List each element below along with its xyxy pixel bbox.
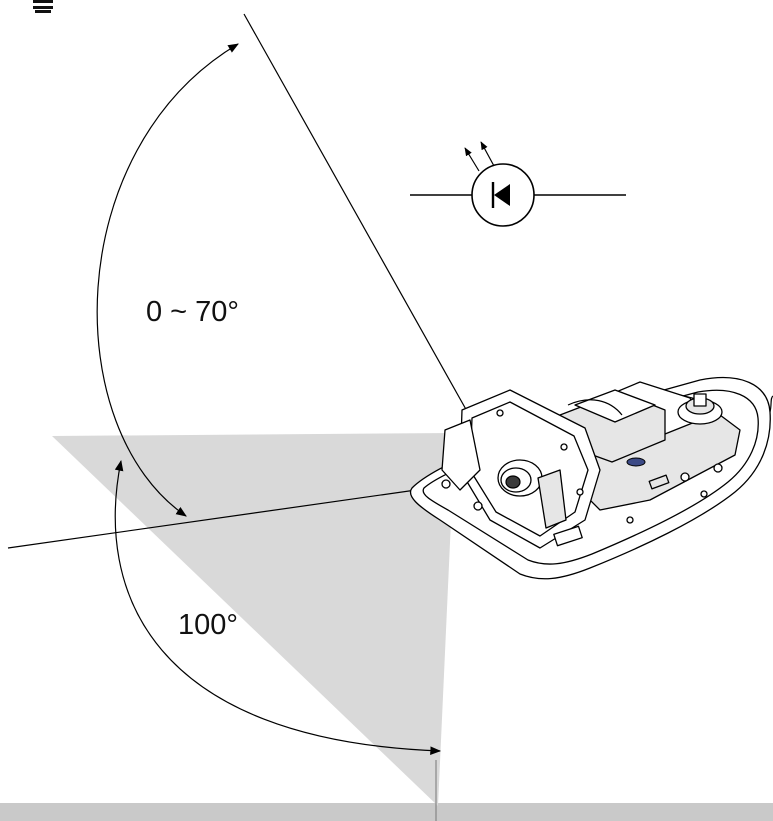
bottom-band (0, 803, 773, 821)
device-icon (30, 0, 56, 13)
tilt-range-label: 0 ~ 70° (146, 296, 239, 328)
field-of-view-label: 100° (178, 609, 238, 641)
camera-module-illustration (409, 376, 773, 580)
led-symbol-icon (410, 141, 626, 227)
field-of-view-cone (52, 433, 455, 806)
fov-arc (114, 459, 442, 755)
tilt-limit-line (243, 13, 469, 414)
